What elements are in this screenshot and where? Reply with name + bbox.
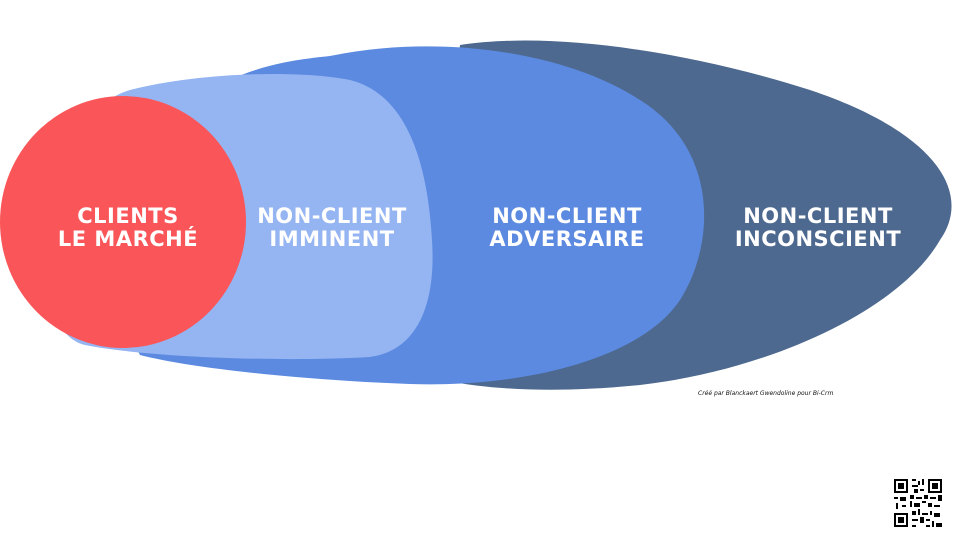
label-inconscient-line1: NON-CLIENT — [743, 204, 893, 228]
label-inconscient-line2: INCONSCIENT — [734, 227, 902, 251]
shape-clients — [0, 96, 246, 348]
qr-code-icon[interactable] — [892, 477, 944, 529]
label-clients: CLIENTS LE MARCHÉ — [28, 205, 228, 251]
label-adversaire-line2: ADVERSAIRE — [489, 227, 645, 251]
label-adversaire: NON-CLIENT ADVERSAIRE — [462, 205, 672, 251]
label-clients-line1: CLIENTS — [77, 204, 179, 228]
label-clients-line2: LE MARCHÉ — [57, 227, 199, 251]
label-imminent: NON-CLIENT IMMINENT — [232, 205, 432, 251]
label-adversaire-line1: NON-CLIENT — [492, 204, 642, 228]
label-inconscient: NON-CLIENT INCONSCIENT — [708, 205, 928, 251]
label-imminent-line2: IMMINENT — [269, 227, 395, 251]
credit-text: Créé par Blanckaert Gwendoline pour Bi-C… — [698, 390, 834, 397]
label-imminent-line1: NON-CLIENT — [257, 204, 407, 228]
